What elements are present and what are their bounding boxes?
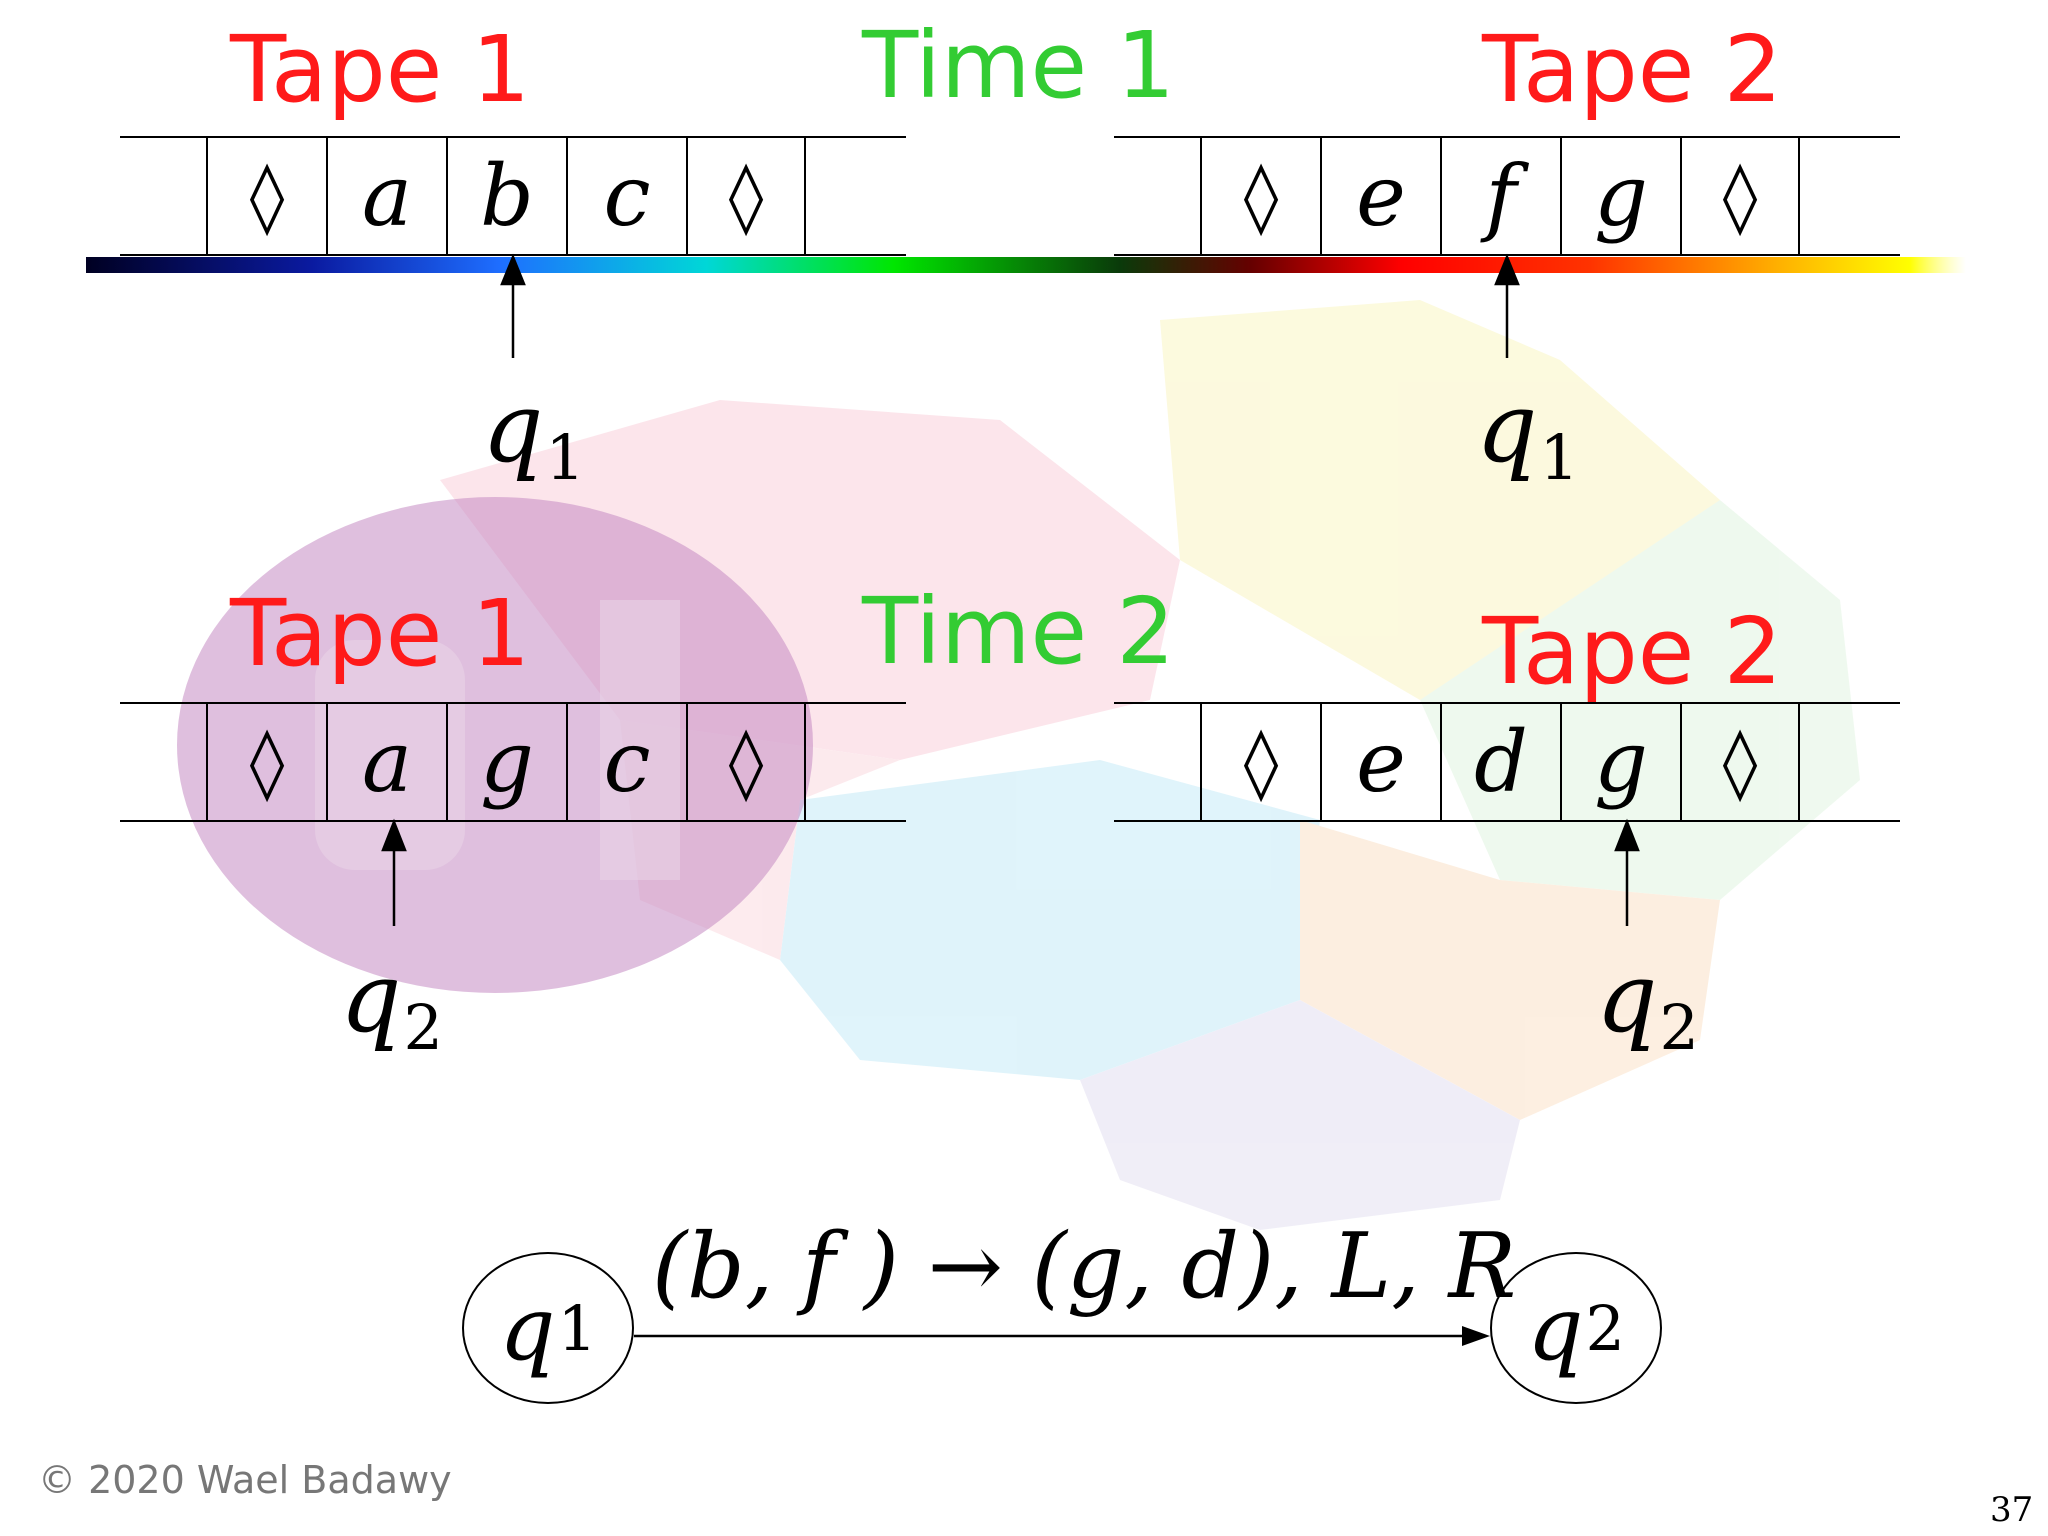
tape-cell: f: [1440, 136, 1560, 256]
tape-cell: g: [1560, 702, 1680, 822]
time1-tape2-state: q1: [1476, 372, 1579, 494]
tape-cell: b: [446, 136, 566, 256]
tape-cell: g: [446, 702, 566, 822]
tape-cell: ◊: [1200, 702, 1320, 822]
time2-tape1-state: q2: [340, 942, 443, 1064]
tape-cell: e: [1320, 702, 1440, 822]
tape-cell: c: [566, 136, 686, 256]
transition-label: (b, f ) → (g, d), L, R: [652, 1214, 1517, 1319]
tape-cell: ◊: [206, 136, 326, 256]
time2-tape2-state: q2: [1596, 942, 1699, 1064]
tape-cell: ◊: [206, 702, 326, 822]
time1-heading: Time 1: [862, 12, 1175, 119]
time2-heading: Time 2: [862, 578, 1175, 685]
page-number: 37: [1990, 1490, 2034, 1530]
time1-tape1-heading: Tape 1: [230, 16, 531, 123]
tape-cell: e: [1320, 136, 1440, 256]
tape-cell: g: [1560, 136, 1680, 256]
time2-tape1-heading: Tape 1: [230, 580, 531, 687]
tape-cell: a: [326, 702, 446, 822]
tape-cell: ◊: [1680, 136, 1800, 256]
tape-cell: ◊: [1680, 702, 1800, 822]
tape-cell: ◊: [686, 702, 806, 822]
time2-tape2-heading: Tape 2: [1482, 598, 1783, 705]
tape-cell: ◊: [686, 136, 806, 256]
tape-cell: ◊: [1200, 136, 1320, 256]
timeline-gradient-bar: [86, 257, 1966, 273]
tape-cell: d: [1440, 702, 1560, 822]
tape-cell: a: [326, 136, 446, 256]
time1-tape1-state: q1: [482, 372, 585, 494]
copyright-text: © 2020 Wael Badawy: [38, 1458, 452, 1502]
time1-tape2-heading: Tape 2: [1482, 16, 1783, 123]
tape-cell: c: [566, 702, 686, 822]
